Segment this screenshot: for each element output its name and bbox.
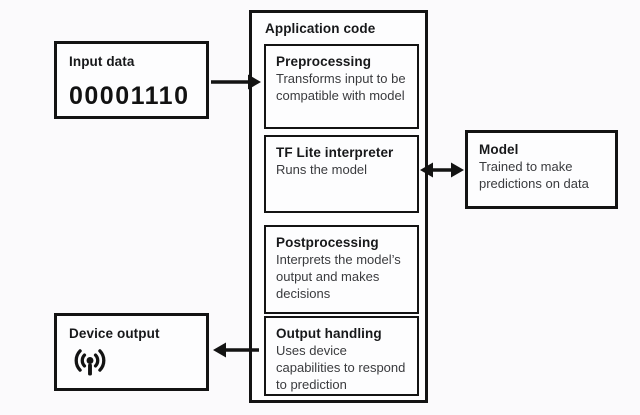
input-data-box: Input data 00001110 bbox=[54, 41, 209, 119]
device-output-title: Device output bbox=[69, 326, 160, 341]
output-handling-description: Uses device capabilities to respond to p… bbox=[276, 343, 406, 392]
tf-lite-interpreter-title: TF Lite interpreter bbox=[276, 145, 394, 160]
output-handling-box: Output handling Uses device capabilities… bbox=[264, 316, 419, 396]
model-box: Model Trained to make predictions on dat… bbox=[465, 130, 618, 209]
broadcast-antenna-icon bbox=[74, 349, 106, 376]
application-code-container: Application code Preprocessing Transform… bbox=[249, 10, 428, 403]
model-description: Trained to make predictions on data bbox=[479, 159, 589, 191]
application-code-title: Application code bbox=[265, 21, 376, 36]
tf-lite-interpreter-box: TF Lite interpreter Runs the model bbox=[264, 135, 419, 213]
postprocessing-box: Postprocessing Interprets the model’s ou… bbox=[264, 225, 419, 314]
preprocessing-description: Transforms input to be compatible with m… bbox=[276, 71, 406, 103]
tf-lite-interpreter-description: Runs the model bbox=[276, 162, 368, 177]
input-data-value: 00001110 bbox=[69, 82, 190, 110]
postprocessing-title: Postprocessing bbox=[276, 235, 379, 250]
postprocessing-description: Interprets the model’s output and makes … bbox=[276, 252, 401, 301]
input-data-title: Input data bbox=[69, 54, 135, 69]
output-handling-title: Output handling bbox=[276, 326, 382, 341]
preprocessing-title: Preprocessing bbox=[276, 54, 372, 69]
device-output-box: Device output bbox=[54, 313, 209, 391]
model-title: Model bbox=[479, 142, 519, 157]
preprocessing-box: Preprocessing Transforms input to be com… bbox=[264, 44, 419, 129]
